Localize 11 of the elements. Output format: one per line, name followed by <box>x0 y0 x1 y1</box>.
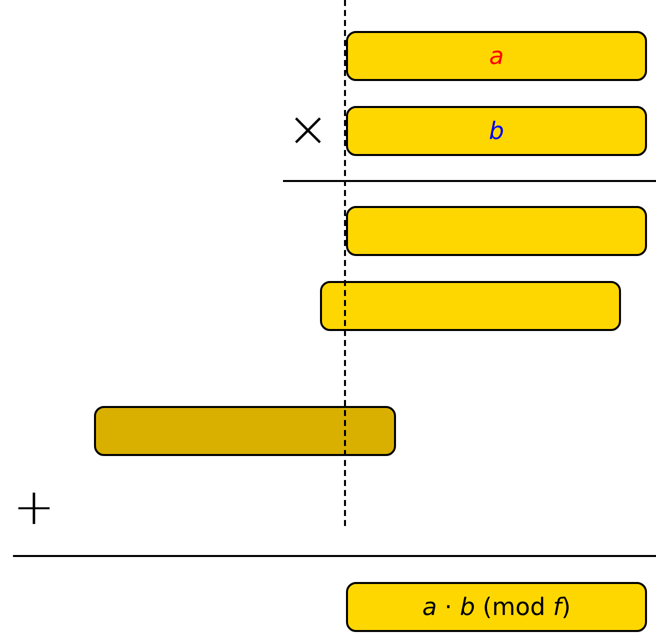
math-label: a · b (mod f) <box>422 595 571 619</box>
partial-product-bar <box>94 406 396 456</box>
term-bar <box>346 106 647 156</box>
term-bar <box>346 582 647 632</box>
partial-product-bar <box>320 281 621 331</box>
term-bar <box>346 31 647 81</box>
operator-sign: × <box>287 104 329 154</box>
math-label: b <box>488 119 504 143</box>
partial-product-bar <box>346 206 647 256</box>
math-label: a <box>489 44 504 68</box>
operator-sign: + <box>13 482 55 532</box>
